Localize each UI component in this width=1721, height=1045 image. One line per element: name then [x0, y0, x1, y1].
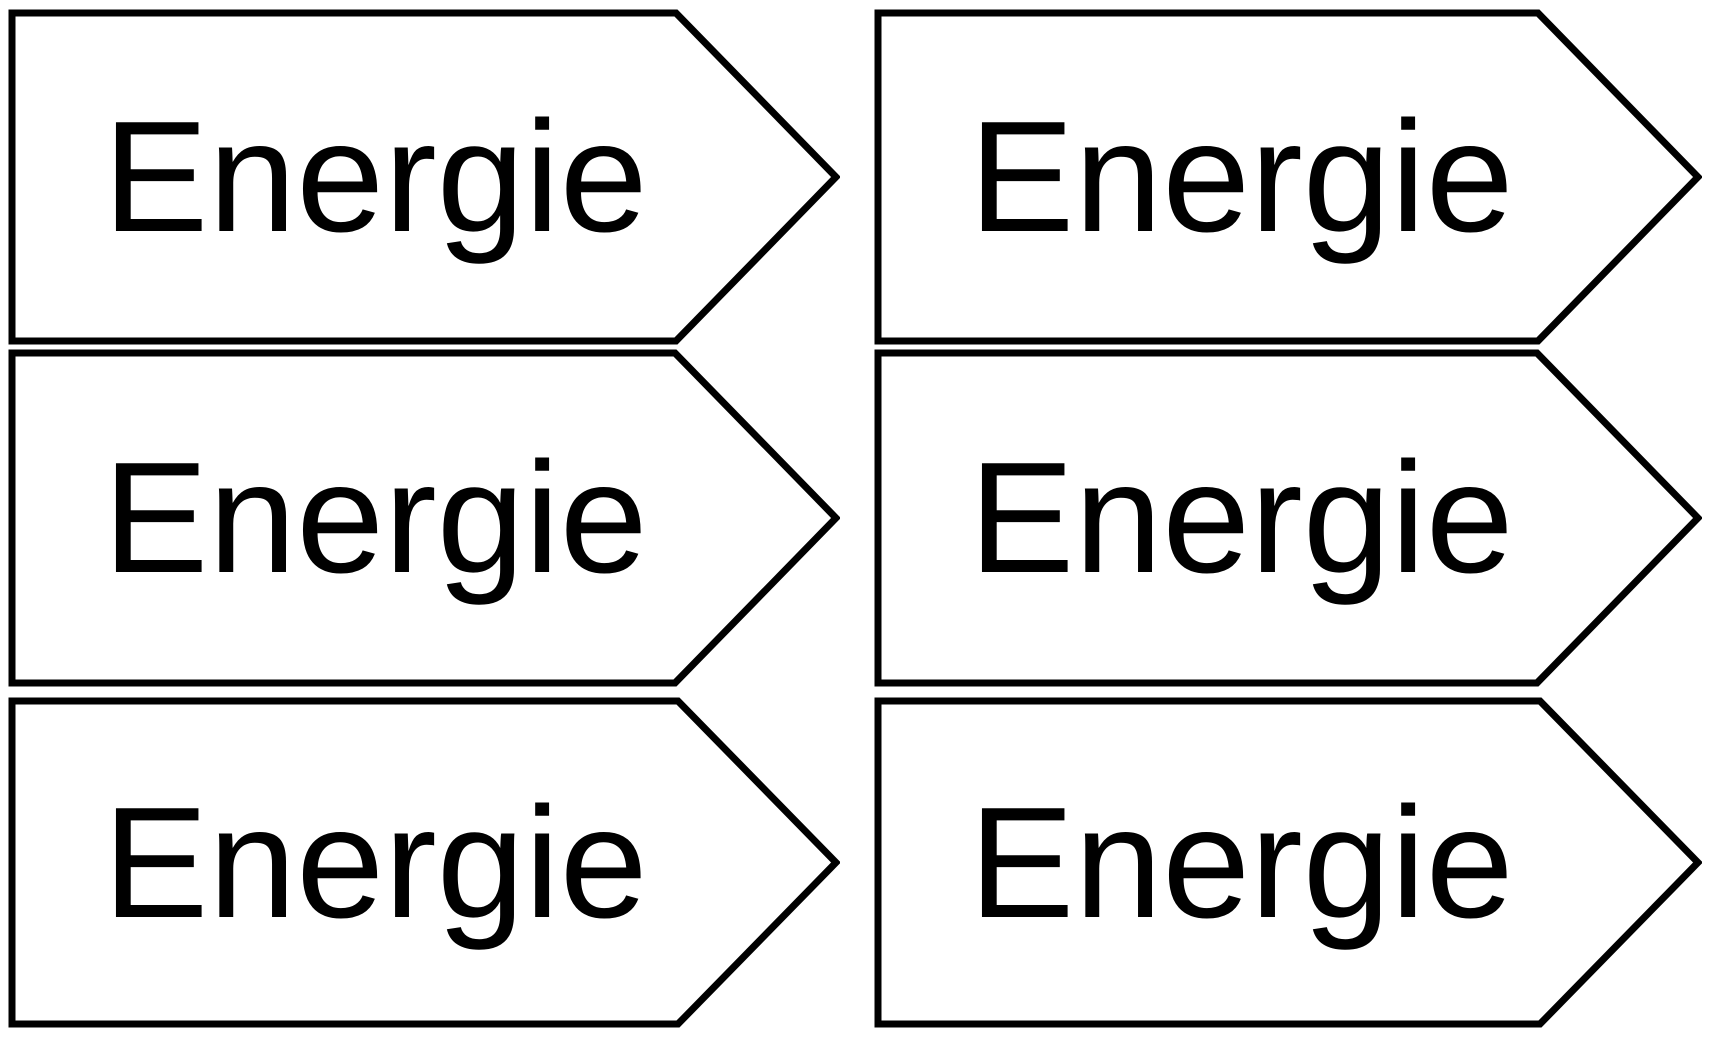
- right-arrow-shape: [874, 349, 1702, 687]
- right-arrow-shape: [8, 349, 840, 687]
- right-arrow-shape: [8, 9, 840, 345]
- right-arrow-shape: [874, 697, 1702, 1028]
- right-arrow-shape: [8, 697, 840, 1028]
- energy-arrow-bottom-right: Energie: [874, 697, 1702, 1028]
- energy-arrow-middle-left: Energie: [8, 349, 840, 687]
- energy-arrow-middle-right: Energie: [874, 349, 1702, 687]
- energy-arrow-top-right: Energie: [874, 9, 1702, 345]
- energy-arrow-top-left: Energie: [8, 9, 840, 345]
- right-arrow-shape: [874, 9, 1702, 345]
- energy-arrow-bottom-left: Energie: [8, 697, 840, 1028]
